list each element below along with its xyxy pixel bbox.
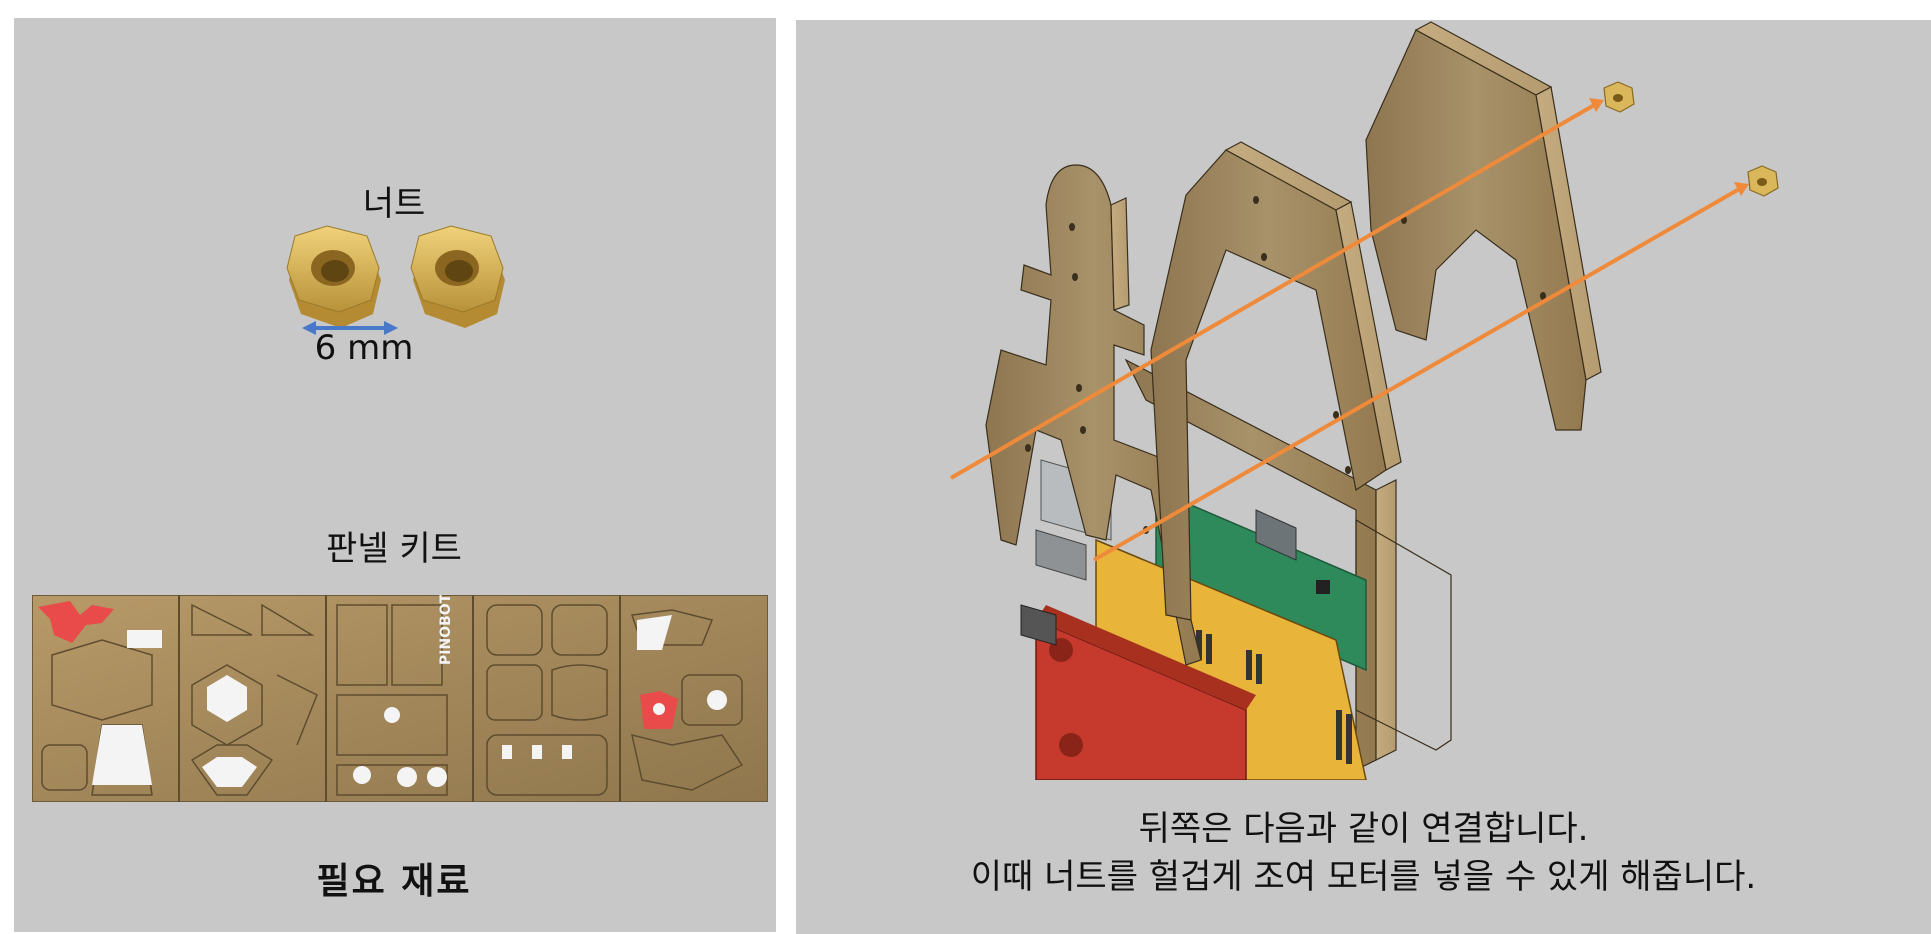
nut-illustration [286, 225, 505, 328]
panel-kit-image: PINOBOT [32, 595, 768, 802]
hex-nut-icon [286, 225, 381, 328]
assembly-arrow [949, 98, 1604, 480]
caption-line: 뒤쪽은 다음과 같이 연결합니다. [1138, 809, 1589, 849]
section-title: 필요 재료 [316, 861, 472, 902]
kit-label: 판넬 키트 [326, 529, 462, 569]
assembly-illustration [949, 21, 1779, 780]
assembly-panel: 뒤쪽은 다음과 같이 연결합니다. 이때 너트를 헐겁게 조여 모터를 넣을 수… [796, 20, 1931, 934]
assembly-arrow [1093, 182, 1749, 562]
rear-frame [1365, 21, 1602, 431]
hex-nut-icon [410, 225, 505, 328]
materials-panel: 너트 6 mm 판넬 키트 [14, 18, 776, 932]
dimension-arrow [302, 321, 398, 335]
electronics-stack [1020, 459, 1367, 780]
caption-line: 이때 너트를 헐겁게 조여 모터를 넣을 수 있게 해줍니다. [970, 857, 1757, 897]
hex-nut-icon [1747, 165, 1779, 197]
assembly-caption: 뒤쪽은 다음과 같이 연결합니다. 이때 너트를 헐겁게 조여 모터를 넣을 수… [796, 805, 1931, 901]
hex-nut-icon [1603, 81, 1635, 113]
front-frame [985, 164, 1202, 666]
middle-frame [1150, 141, 1402, 621]
nut-size-label: 6 mm [314, 328, 414, 368]
nut-label: 너트 [362, 184, 426, 224]
brand-text: PINOBOT [438, 595, 454, 665]
highlighted-part [38, 601, 114, 643]
